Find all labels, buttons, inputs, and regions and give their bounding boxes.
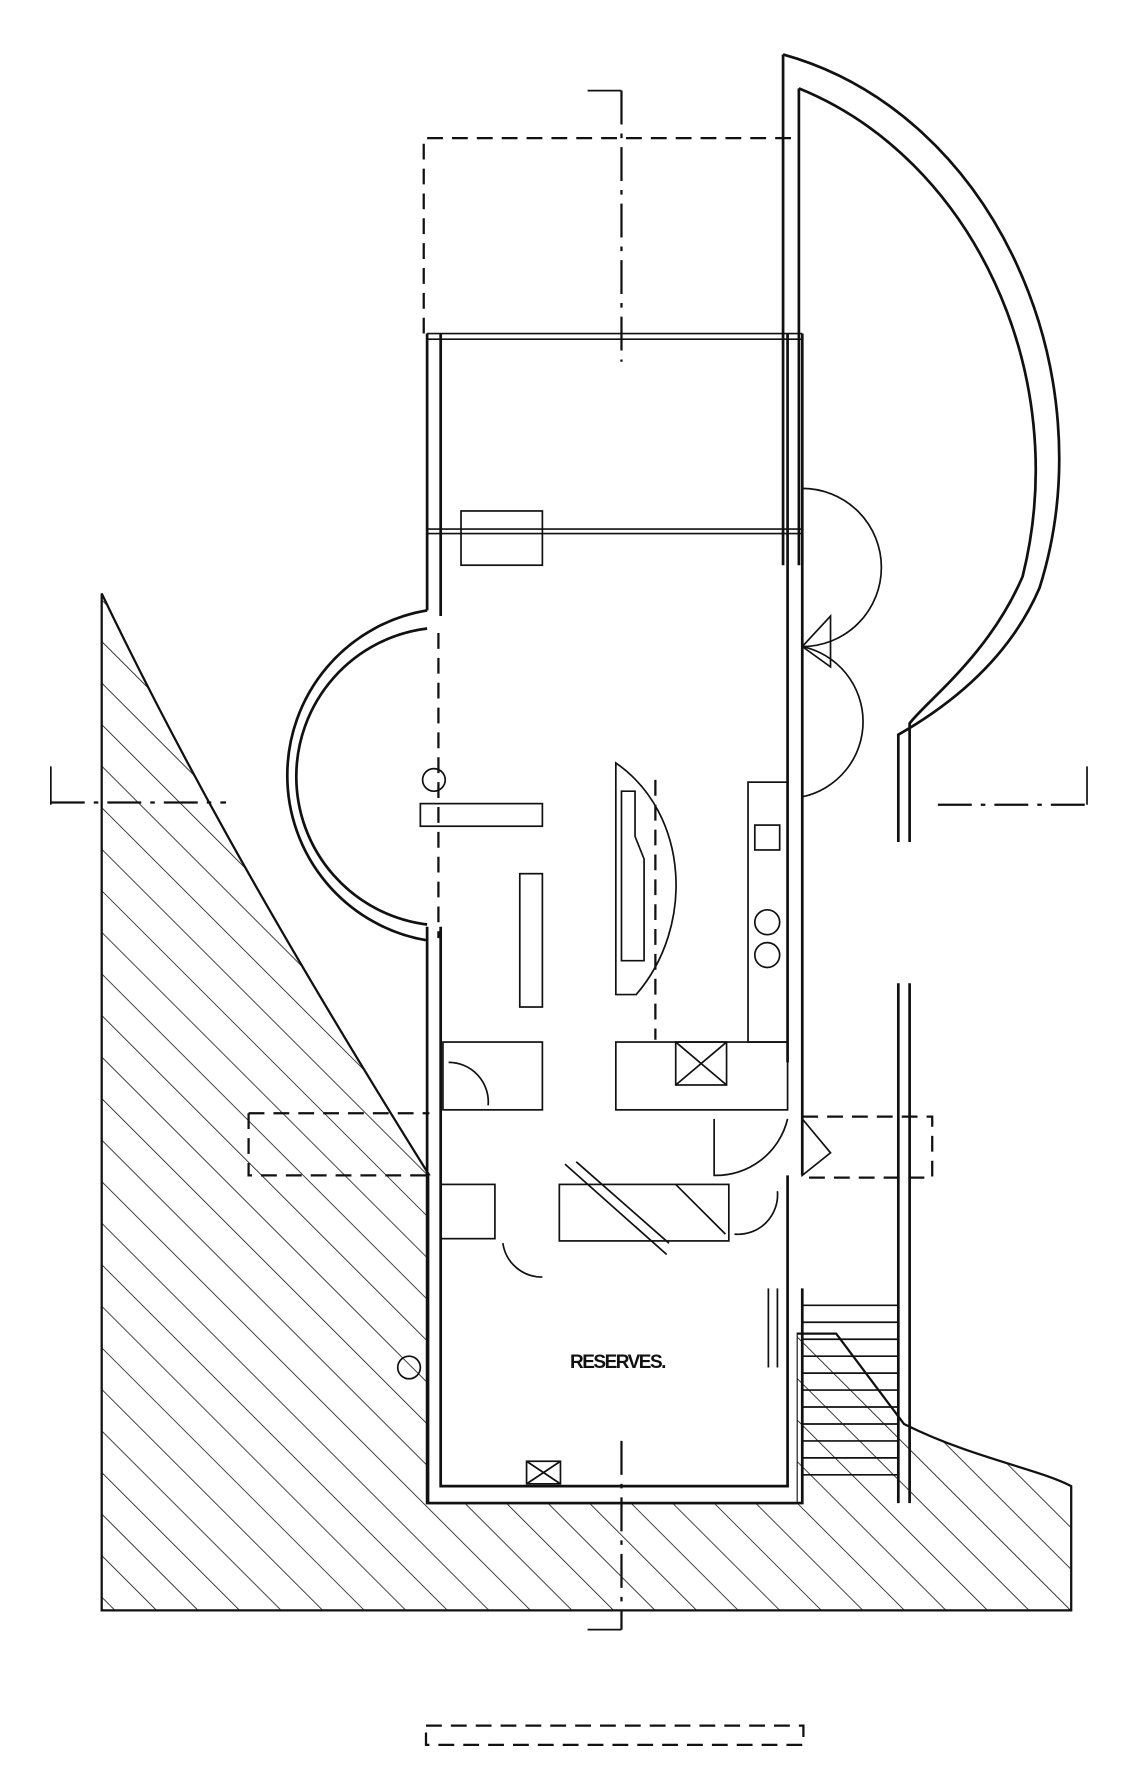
section-lines xyxy=(50,89,1088,1747)
room-label-reserves: RESERVES. xyxy=(570,1352,666,1373)
curved-garden-wall xyxy=(781,53,1061,1504)
exterior-stairs xyxy=(802,1304,899,1476)
interior-fixtures xyxy=(396,510,789,1485)
doors xyxy=(448,487,883,1278)
